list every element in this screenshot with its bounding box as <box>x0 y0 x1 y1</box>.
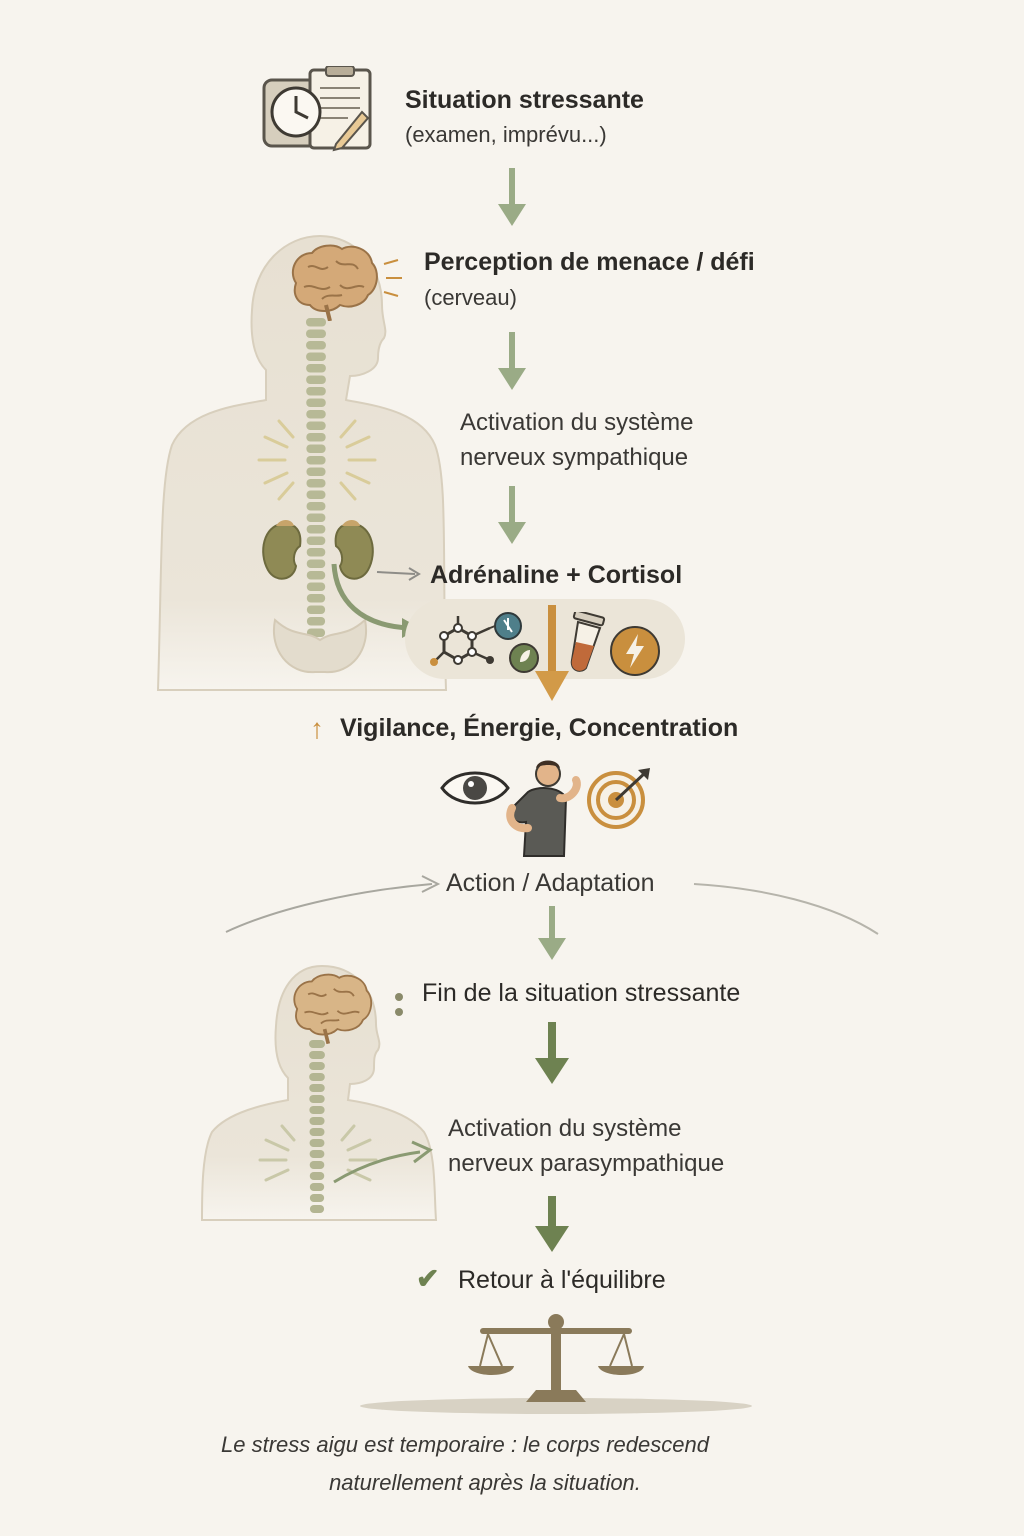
vertebra <box>306 410 326 419</box>
vertebra <box>309 1139 325 1147</box>
vertebra <box>306 502 326 511</box>
vertebra <box>309 1062 325 1070</box>
spine-icon-lower <box>309 1040 325 1213</box>
step-perception-subtitle: (cerveau) <box>424 285 517 310</box>
caption-line1: Le stress aigu est temporaire : le corps… <box>221 1432 709 1457</box>
eye-icon <box>440 771 510 805</box>
vertebra <box>306 375 326 384</box>
vertebra <box>306 387 326 396</box>
effects-up-arrow-icon: ↑ <box>310 713 324 744</box>
vertebra <box>306 421 326 430</box>
vertebra <box>309 1128 325 1136</box>
vertebra <box>309 1194 325 1202</box>
adrenal-gland-icon <box>262 520 374 580</box>
vertebra <box>306 559 326 568</box>
vertebra <box>306 456 326 465</box>
vertebra <box>306 364 326 373</box>
step-parasympathetic-line1: Activation du système <box>448 1115 682 1142</box>
step-stressful-situation-subtitle: (examen, imprévu...) <box>405 122 607 147</box>
upper-body-silhouette <box>156 234 448 691</box>
flow-arrow-4 <box>538 906 566 960</box>
test-tube-icon <box>570 612 606 672</box>
clipboard-clock-icon <box>262 66 372 152</box>
parasympathetic-arrow <box>333 1140 433 1184</box>
molecule-icon <box>430 612 539 673</box>
alert-rays-icon <box>383 259 402 297</box>
flow-arrow-2 <box>498 332 526 390</box>
thought-dots-icon <box>395 993 403 1016</box>
nerve-radiation-icon <box>257 419 377 501</box>
vertebra <box>306 329 326 338</box>
flow-arrow-1 <box>498 168 526 226</box>
lower-body-silhouette <box>200 964 438 1221</box>
target-icon <box>587 768 650 829</box>
pelvis-icon <box>272 618 368 674</box>
vertebra <box>306 582 326 591</box>
orange-down-arrow <box>535 605 569 701</box>
brain-icon-lower <box>293 973 373 1044</box>
step-sympathetic-line2: nerveux sympathique <box>460 444 689 471</box>
vertebra <box>309 1051 325 1059</box>
vertebra <box>306 433 326 442</box>
flow-arrow-6 <box>535 1196 569 1252</box>
vertebra <box>306 594 326 603</box>
vertebra <box>306 398 326 407</box>
caption-line2: naturellement après la situation. <box>329 1470 641 1495</box>
vertebra <box>306 513 326 522</box>
balance-scale-icon <box>360 1314 752 1414</box>
running-man-icon <box>506 760 581 857</box>
vertebra <box>309 1117 325 1125</box>
vertebra <box>306 548 326 557</box>
vertebra <box>309 1106 325 1114</box>
vertebra <box>306 352 326 361</box>
vertebra <box>309 1161 325 1169</box>
nerve-radiation-icon-lower <box>258 1124 378 1182</box>
step-balance-title: Retour à l'équilibre <box>458 1266 666 1294</box>
flow-arrow-5 <box>535 1022 569 1084</box>
vertebra <box>306 467 326 476</box>
step-perception-title: Perception de menace / défi <box>424 248 755 276</box>
vertebra <box>306 490 326 499</box>
vertebra <box>306 318 326 327</box>
flow-arrow-3 <box>498 486 526 544</box>
step-action-title: Action / Adaptation <box>446 869 655 897</box>
vertebra <box>309 1183 325 1191</box>
vertebra <box>309 1172 325 1180</box>
step-parasympathetic-line2: nerveux parasympathique <box>448 1150 725 1177</box>
vertebra <box>306 444 326 453</box>
vertebra <box>306 479 326 488</box>
vertebra <box>309 1095 325 1103</box>
spine-icon <box>306 318 326 637</box>
step-hormones-title: Adrénaline + Cortisol <box>430 561 683 589</box>
vertebra <box>306 617 326 626</box>
action-arc <box>225 875 879 935</box>
step-sympathetic-line1: Activation du système <box>460 409 694 436</box>
vertebra <box>306 525 326 534</box>
step-stressful-situation-title: Situation stressante <box>405 86 644 114</box>
lightning-badge-icon <box>610 626 660 676</box>
vertebra <box>306 536 326 545</box>
vertebra <box>309 1205 325 1213</box>
hormone-arrow <box>376 567 421 581</box>
vertebra <box>306 628 326 637</box>
vertebra <box>309 1150 325 1158</box>
step-end-title: Fin de la situation stressante <box>422 979 741 1007</box>
brain-icon <box>291 244 378 321</box>
step-effects-title: Vigilance, Énergie, Concentration <box>340 714 739 742</box>
vertebra <box>309 1040 325 1048</box>
vertebra <box>309 1073 325 1081</box>
vertebra <box>306 341 326 350</box>
vertebra <box>306 571 326 580</box>
vertebra <box>306 605 326 614</box>
check-icon: ✔ <box>416 1263 440 1294</box>
vertebra <box>309 1084 325 1092</box>
